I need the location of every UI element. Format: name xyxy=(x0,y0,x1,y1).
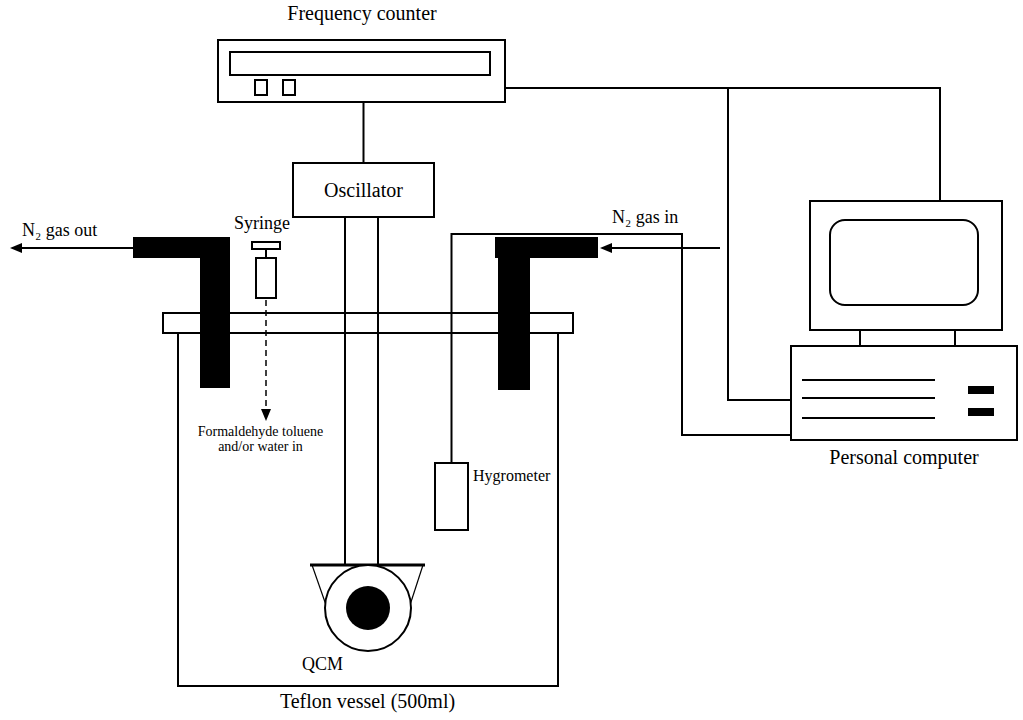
vessel-wall xyxy=(178,333,558,686)
indicator-bar xyxy=(968,386,994,394)
part-label: Formaldehyde toluene and/or water in xyxy=(188,424,333,455)
monitor xyxy=(810,201,1002,330)
node-label: Oscillator xyxy=(324,179,403,201)
node-label: Hygrometer xyxy=(473,467,550,485)
counter-display xyxy=(230,52,490,75)
injection-path xyxy=(265,300,267,410)
drive-slot xyxy=(802,379,935,381)
monitor-stand xyxy=(860,330,955,346)
arrow-head xyxy=(10,243,22,253)
screen xyxy=(830,220,978,305)
signal-wire xyxy=(363,103,365,162)
teflon-vessel-outline xyxy=(160,313,575,713)
node-label: Personal computer xyxy=(790,446,1018,468)
arrow-head xyxy=(261,409,271,421)
hygrometer: Hygrometer xyxy=(433,455,563,535)
signal-wire xyxy=(345,218,378,565)
vessel-lid xyxy=(163,313,573,333)
part-label: N₂ gas in xyxy=(612,208,678,228)
node-label: Teflon vessel (500ml) xyxy=(160,690,575,712)
flow-arrow xyxy=(20,247,133,249)
personal-computer-outline xyxy=(790,200,1018,472)
indicator-bar xyxy=(968,408,994,416)
syringe-cap xyxy=(252,242,280,249)
hygrometer-box xyxy=(435,463,468,530)
teflon-vessel: Teflon vessel (500ml) QCM Hygrometer xyxy=(160,313,575,713)
flow-arrow xyxy=(610,247,720,249)
syringe-barrel xyxy=(256,258,276,298)
qcm-crystal xyxy=(325,565,411,651)
drive-slot xyxy=(802,417,935,419)
counter-box xyxy=(218,40,505,102)
computer-base xyxy=(791,346,1017,440)
arrow-head xyxy=(600,243,612,253)
node-label: QCM xyxy=(302,655,343,675)
counter-button xyxy=(283,80,295,95)
node-label: Frequency counter xyxy=(216,2,508,24)
syringe-stem xyxy=(265,249,267,258)
oscillator-box: Oscillator xyxy=(292,162,435,218)
signal-wire xyxy=(452,234,791,463)
personal-computer: Personal computer xyxy=(790,200,1018,472)
part-label: N₂ gas out xyxy=(22,221,97,241)
part-label: Syringe xyxy=(234,214,290,234)
drive-slot xyxy=(802,397,935,399)
frequency-counter: Frequency counter xyxy=(216,2,508,103)
qcm-electrode xyxy=(346,586,390,630)
qcm-sensor: QCM xyxy=(300,565,440,685)
qcm-holder xyxy=(410,565,423,605)
qcm-holder xyxy=(312,565,326,605)
counter-button xyxy=(255,80,267,95)
